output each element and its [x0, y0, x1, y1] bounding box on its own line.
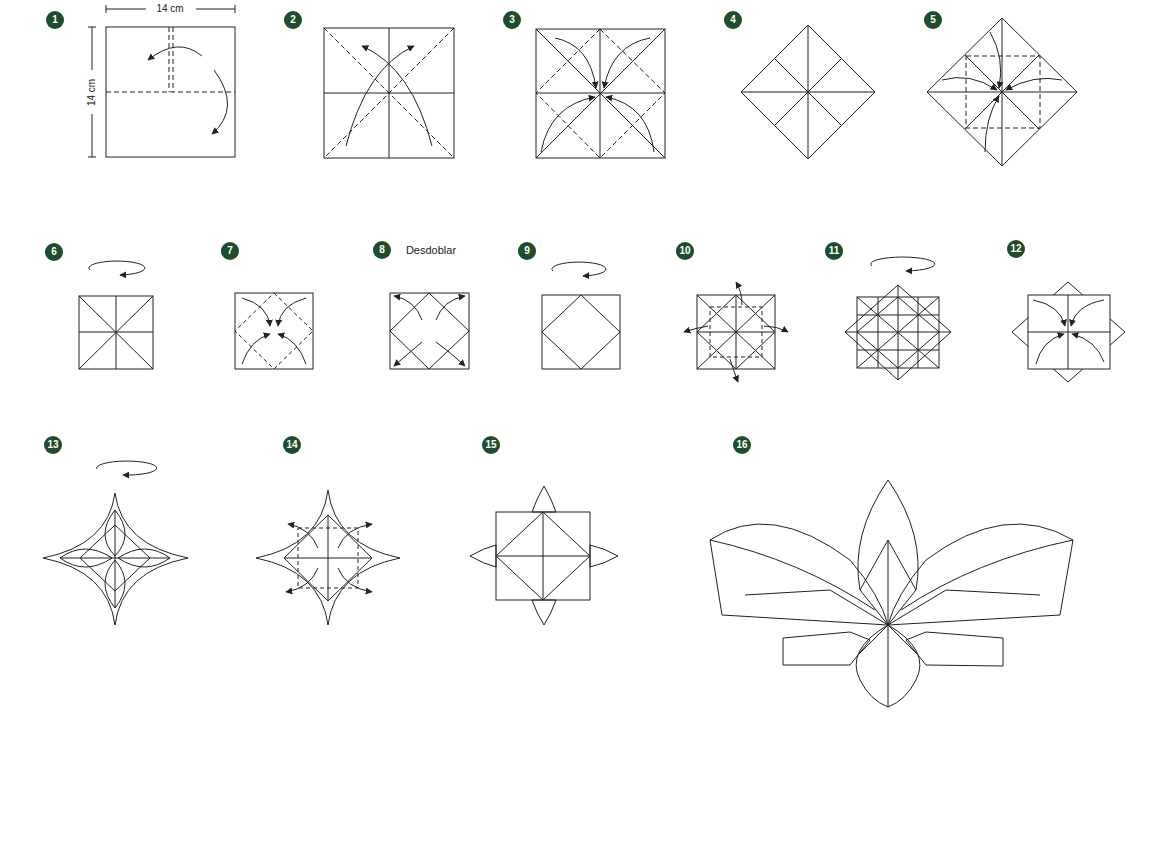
- step-number: 12: [1007, 240, 1025, 258]
- step-number: 6: [45, 243, 63, 261]
- step-6: [79, 261, 153, 369]
- step-number: 1: [46, 11, 64, 29]
- step-9: [542, 262, 620, 369]
- step-5: [927, 18, 1077, 166]
- step-7: [235, 293, 313, 369]
- step-number: 13: [44, 436, 62, 454]
- step-4: [741, 25, 875, 159]
- step-number: 2: [284, 11, 302, 29]
- instruction-text: Desdoblar: [406, 244, 456, 256]
- step-number: 8: [373, 241, 391, 259]
- step-number: 9: [518, 242, 536, 260]
- step-12: [1012, 282, 1125, 382]
- step-3: [536, 29, 665, 158]
- step-2: [324, 28, 454, 158]
- step-1: [88, 5, 235, 157]
- step-number: 11: [825, 242, 843, 260]
- step-number: 16: [733, 436, 751, 454]
- step-14: [256, 490, 400, 625]
- step-13: [43, 461, 188, 625]
- step-8: [390, 293, 469, 369]
- step-15: [470, 486, 618, 625]
- step-number: 14: [283, 436, 301, 454]
- step-16-lotus: [710, 480, 1073, 707]
- step-11: [845, 257, 951, 380]
- step-number: 5: [924, 11, 942, 29]
- dimension-label: 14 cm: [86, 76, 97, 107]
- step-number: 4: [724, 11, 742, 29]
- step-number: 7: [221, 242, 239, 260]
- step-number: 15: [482, 436, 500, 454]
- step-number: 3: [503, 11, 521, 29]
- dimension-label: 14 cm: [154, 3, 185, 14]
- step-number: 10: [676, 242, 694, 260]
- step-10: [684, 282, 788, 382]
